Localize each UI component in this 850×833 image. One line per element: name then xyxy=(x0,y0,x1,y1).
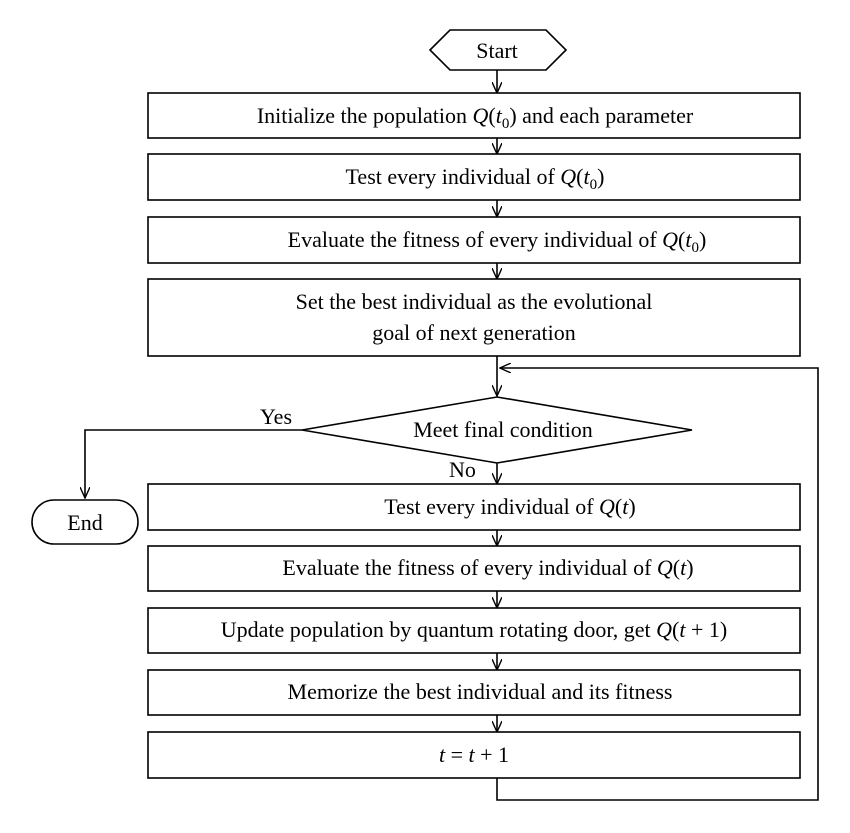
step-update-population: Update population by quantum rotating do… xyxy=(147,607,801,654)
step-set-best-line1: Set the best individual as the evolution… xyxy=(296,289,653,314)
step-test-initial: Test every individual of Q(t0) xyxy=(147,153,801,201)
step-initialize: Initialize the population Q(t0) and each… xyxy=(147,92,801,139)
decision-final-condition: Meet final condition xyxy=(301,396,693,464)
end-terminator: End xyxy=(31,499,139,545)
no-label: No xyxy=(449,457,476,482)
step-set-best-line2: goal of next generation xyxy=(372,320,575,345)
step-memorize: Memorize the best individual and its fit… xyxy=(147,669,801,716)
step-test-initial-label: Test every individual of Q(t0) xyxy=(346,164,605,193)
start-terminator: Start xyxy=(428,29,568,71)
step-increment: t = t + 1 xyxy=(147,731,801,779)
start-label: Start xyxy=(476,38,518,63)
step-update-label: Update population by quantum rotating do… xyxy=(221,617,727,642)
step-initialize-label: Initialize the population Q(t0) and each… xyxy=(257,103,694,132)
connector-yes-end xyxy=(85,429,302,498)
step-set-best: Set the best individual as the evolution… xyxy=(147,278,801,357)
step-memorize-label: Memorize the best individual and its fit… xyxy=(288,679,673,704)
decision-label: Meet final condition xyxy=(413,417,593,442)
step-increment-label: t = t + 1 xyxy=(439,742,509,767)
step-test-label: Test every individual of Q(t) xyxy=(384,494,635,519)
step-evaluate-initial-label: Evaluate the fitness of every individual… xyxy=(288,227,707,256)
step-evaluate-label: Evaluate the fitness of every individual… xyxy=(282,555,693,580)
step-evaluate-initial: Evaluate the fitness of every individual… xyxy=(147,216,801,264)
yes-label: Yes xyxy=(260,404,292,429)
end-label: End xyxy=(67,510,102,535)
loop-back-connector xyxy=(496,368,819,801)
step-test: Test every individual of Q(t) xyxy=(147,483,801,531)
step-evaluate: Evaluate the fitness of every individual… xyxy=(147,545,801,592)
